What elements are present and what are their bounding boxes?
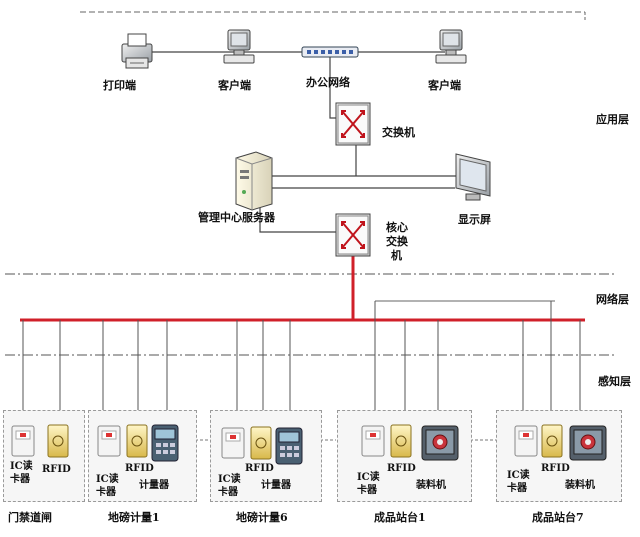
station-name-weigh-1: 地磅计量1 bbox=[108, 511, 160, 524]
ic-reader-label-line1: IC读 bbox=[357, 472, 380, 483]
station-name-weigh-6: 地磅计量6 bbox=[236, 511, 288, 524]
office-network-hub-icon bbox=[301, 46, 359, 58]
office-network-label: 办公网络 bbox=[306, 76, 350, 89]
rfid-reader-icon bbox=[47, 424, 69, 458]
ic-reader-label-line2: 卡器 bbox=[507, 483, 527, 494]
ic-reader-label-line2: 卡器 bbox=[357, 485, 377, 496]
rfid-label: RFID bbox=[125, 463, 154, 474]
ic-card-reader-icon bbox=[514, 425, 538, 457]
switch-icon bbox=[335, 102, 371, 146]
ic-reader-label-line1: IC读 bbox=[10, 461, 33, 472]
station-name-platform-1: 成品站台1 bbox=[374, 511, 426, 524]
rfid-reader-icon bbox=[250, 426, 272, 460]
server-icon bbox=[235, 151, 273, 211]
ic-reader-label-line2: 卡器 bbox=[10, 474, 30, 485]
loader-label: 装料机 bbox=[416, 480, 446, 491]
switch-label: 交换机 bbox=[382, 126, 415, 139]
station-name-gate: 门禁道闸 bbox=[8, 511, 52, 524]
server-label: 管理中心服务器 bbox=[198, 211, 275, 224]
layer-label-application: 应用层 bbox=[596, 113, 629, 126]
core-switch-label-line1: 核心 bbox=[386, 221, 408, 234]
client-computer-icon bbox=[223, 29, 255, 64]
weighing-meter-icon bbox=[275, 427, 303, 465]
ic-reader-label-line1: IC读 bbox=[96, 474, 119, 485]
layer-label-perception: 感知层 bbox=[598, 375, 631, 388]
server-core-link bbox=[259, 206, 340, 233]
meter-label: 计量器 bbox=[261, 480, 291, 491]
rfid-label: RFID bbox=[541, 463, 570, 474]
ic-card-reader-icon bbox=[361, 425, 385, 457]
printer-icon bbox=[121, 33, 153, 69]
client-label: 客户端 bbox=[428, 79, 461, 92]
station-name-platform-7: 成品站台7 bbox=[532, 511, 584, 524]
display-label: 显示屏 bbox=[458, 213, 491, 226]
rfid-label: RFID bbox=[387, 463, 416, 474]
loading-machine-icon bbox=[569, 425, 607, 461]
core-switch-label-line3: 机 bbox=[391, 249, 402, 262]
core-switch-label-line2: 交换 bbox=[386, 235, 408, 248]
rfid-label: RFID bbox=[245, 463, 274, 474]
layer-label-network: 网络层 bbox=[596, 293, 629, 306]
loading-machine-icon bbox=[421, 425, 459, 461]
client-label: 客户端 bbox=[218, 79, 251, 92]
drop-lines bbox=[22, 301, 581, 410]
printer-label: 打印端 bbox=[103, 79, 136, 92]
rfid-reader-icon bbox=[390, 424, 412, 458]
rfid-reader-icon bbox=[541, 424, 563, 458]
ic-card-reader-icon bbox=[11, 425, 35, 457]
ic-card-reader-icon bbox=[97, 425, 121, 457]
ic-reader-label-line1: IC读 bbox=[507, 470, 530, 481]
client-computer-icon bbox=[435, 29, 467, 64]
display-monitor-icon bbox=[455, 153, 491, 201]
ic-card-reader-icon bbox=[221, 427, 245, 459]
weighing-meter-icon bbox=[151, 424, 179, 462]
ic-reader-label-line2: 卡器 bbox=[218, 487, 238, 498]
ic-reader-label-line2: 卡器 bbox=[96, 487, 116, 498]
ic-reader-label-line1: IC读 bbox=[218, 474, 241, 485]
rfid-label: RFID bbox=[42, 464, 71, 475]
rfid-reader-icon bbox=[126, 424, 148, 458]
meter-label: 计量器 bbox=[139, 480, 169, 491]
loader-label: 装料机 bbox=[565, 480, 595, 491]
core-switch-icon bbox=[335, 213, 371, 257]
